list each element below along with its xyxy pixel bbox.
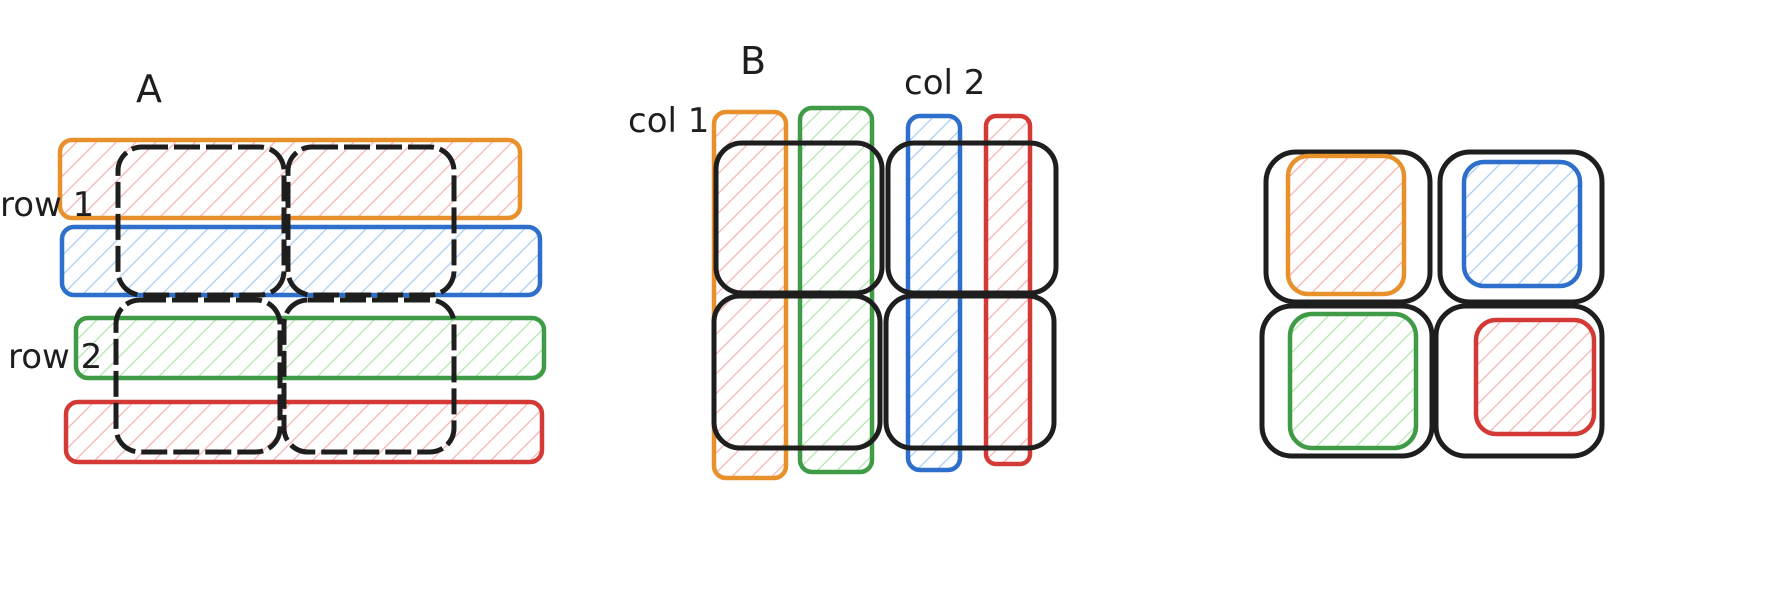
c-inner-blue — [1461, 159, 1583, 289]
b-cell-top-left — [713, 140, 885, 296]
row2-band-green — [73, 315, 547, 381]
diagram-b: B col 1 col 2 — [628, 39, 1059, 481]
c-cell-top-right — [1437, 149, 1605, 305]
row1-band-blue — [59, 224, 543, 298]
a-cell-bottom-right — [281, 297, 457, 455]
b-cell-bottom-left — [711, 293, 883, 451]
row2-band-red — [63, 399, 545, 465]
row1-label: row 1 — [0, 185, 94, 225]
b-cell-top-right — [885, 140, 1059, 296]
c-cell-bottom-left — [1259, 303, 1435, 459]
c-inner-orange — [1285, 153, 1407, 297]
a-cell-top-left — [115, 144, 287, 298]
c-inner-red — [1473, 317, 1597, 437]
c-cell-top-left — [1263, 149, 1433, 305]
diagram-a: A row 1 row 2 — [0, 67, 547, 465]
a-cell-top-right — [285, 144, 457, 298]
c-cell-bottom-right — [1433, 303, 1605, 459]
c-inner-green — [1287, 311, 1419, 451]
diagram-b-title: B — [740, 39, 766, 83]
col1-label: col 1 — [628, 101, 709, 141]
a-cell-bottom-left — [113, 297, 283, 455]
diagram-a-title: A — [136, 67, 162, 111]
col2-band-red — [983, 113, 1033, 467]
b-cell-bottom-right — [883, 293, 1057, 451]
col2-label: col 2 — [904, 63, 985, 103]
row2-label: row 2 — [8, 337, 102, 377]
diagram-c — [1259, 149, 1605, 459]
